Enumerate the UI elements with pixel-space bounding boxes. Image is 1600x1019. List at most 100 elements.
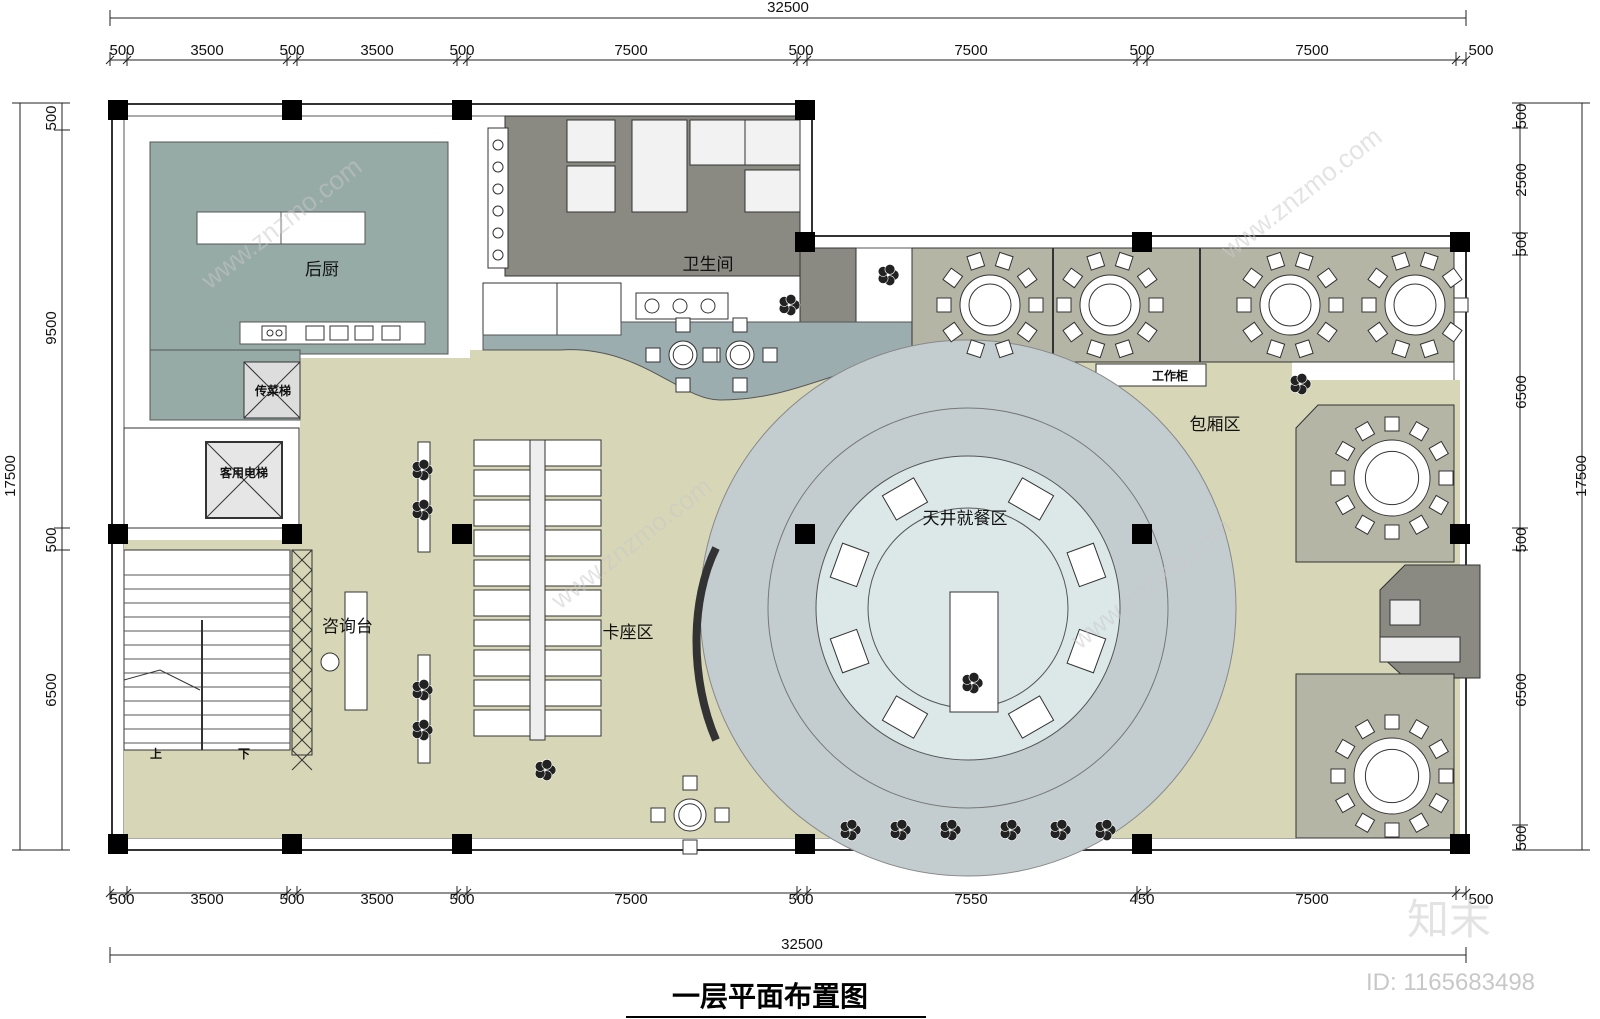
chair bbox=[1266, 251, 1286, 271]
chair bbox=[675, 317, 691, 333]
atrium-table bbox=[1007, 477, 1055, 521]
dish-lift: 传菜梯 bbox=[243, 361, 301, 419]
column bbox=[282, 100, 302, 120]
truss-brace bbox=[291, 669, 313, 691]
private-room-tables bbox=[645, 251, 1469, 855]
column bbox=[1450, 834, 1470, 854]
planter bbox=[961, 672, 984, 695]
kitchen-area: 后厨 bbox=[149, 141, 449, 421]
booth-seat bbox=[544, 649, 602, 677]
planter bbox=[1289, 373, 1312, 396]
leaf bbox=[896, 819, 908, 830]
top-seg-1: 500 bbox=[109, 42, 134, 59]
planter bbox=[877, 264, 900, 287]
chair bbox=[1062, 267, 1084, 289]
chair bbox=[1136, 321, 1158, 343]
sink bbox=[492, 139, 504, 151]
chair bbox=[994, 251, 1014, 271]
chair bbox=[1367, 321, 1389, 343]
atrium-table bbox=[881, 477, 929, 521]
atrium-table bbox=[881, 695, 929, 739]
top-seg-2: 3500 bbox=[190, 42, 223, 59]
leaf bbox=[1296, 373, 1308, 384]
chair bbox=[1016, 321, 1038, 343]
column bbox=[108, 100, 128, 120]
chair bbox=[1330, 470, 1346, 486]
column bbox=[108, 834, 128, 854]
column bbox=[795, 232, 815, 252]
chair bbox=[675, 377, 691, 393]
booth-seat bbox=[544, 709, 602, 737]
chair bbox=[1114, 251, 1134, 271]
bottom-seg-5: 500 bbox=[449, 891, 474, 908]
sink bbox=[492, 227, 504, 239]
column bbox=[1450, 232, 1470, 252]
atrium-table bbox=[829, 628, 870, 674]
drawing-title: 一层平面布置图 bbox=[672, 980, 868, 1013]
booth-seat bbox=[473, 469, 531, 497]
booth-area-label: 卡座区 bbox=[603, 623, 654, 643]
right-seg-6: 6500 bbox=[1513, 673, 1530, 706]
chair bbox=[732, 317, 748, 333]
private-rooms-label: 包厢区 bbox=[1190, 415, 1241, 435]
chair bbox=[1294, 339, 1314, 359]
sink bbox=[492, 249, 504, 261]
chair bbox=[1441, 321, 1463, 343]
chair bbox=[650, 807, 666, 823]
chair bbox=[1114, 339, 1134, 359]
chair bbox=[1236, 297, 1252, 313]
leaf bbox=[541, 759, 553, 770]
top-total-label: 32500 bbox=[767, 0, 809, 16]
bottom-seg-11: 500 bbox=[1468, 891, 1493, 908]
right-seg-5: 500 bbox=[1513, 527, 1530, 552]
booth-seat bbox=[473, 529, 531, 557]
planter bbox=[889, 819, 912, 842]
column bbox=[108, 524, 128, 544]
booth-seat bbox=[473, 559, 531, 587]
leaf bbox=[1006, 819, 1018, 830]
planter bbox=[1049, 819, 1072, 842]
column bbox=[452, 100, 472, 120]
atrium-label: 天井就餐区 bbox=[923, 509, 1008, 529]
chair bbox=[1028, 297, 1044, 313]
sink bbox=[492, 205, 504, 217]
top-seg-3: 500 bbox=[279, 42, 304, 59]
booth-seat bbox=[544, 499, 602, 527]
bottom-seg-10: 7500 bbox=[1295, 891, 1328, 908]
right-dimension: 500 2500 500 6500 500 6500 500 17500 bbox=[1512, 102, 1590, 851]
booth-seat bbox=[544, 439, 602, 467]
top-dimension-segments: 500 3500 500 3500 500 7500 500 7500 500 … bbox=[105, 42, 1494, 66]
column bbox=[452, 524, 472, 544]
right-seg-4: 6500 bbox=[1513, 375, 1530, 408]
top-seg-6: 7500 bbox=[614, 42, 647, 59]
table-center bbox=[678, 803, 702, 827]
sink bbox=[492, 183, 504, 195]
truss-brace bbox=[291, 649, 313, 671]
atrium-tables bbox=[829, 477, 1107, 739]
truss-brace bbox=[291, 709, 313, 731]
booth-seat bbox=[544, 619, 602, 647]
booth-seat bbox=[544, 679, 602, 707]
column bbox=[452, 834, 472, 854]
curved-counter bbox=[692, 546, 720, 742]
atrium-table bbox=[1007, 695, 1055, 739]
booth-divider bbox=[529, 439, 546, 741]
top-dimension-total: 32500 bbox=[109, 0, 1467, 26]
chair bbox=[762, 347, 778, 363]
left-total-label: 17500 bbox=[2, 455, 19, 497]
booth-seat bbox=[473, 499, 531, 527]
chair bbox=[994, 339, 1014, 359]
booth-seat bbox=[473, 679, 531, 707]
table-center bbox=[1364, 748, 1420, 804]
chair bbox=[1419, 339, 1439, 359]
chair bbox=[966, 339, 986, 359]
chair bbox=[1408, 514, 1430, 536]
chair bbox=[966, 251, 986, 271]
column bbox=[282, 524, 302, 544]
column bbox=[795, 100, 815, 120]
chair bbox=[1136, 267, 1158, 289]
chair bbox=[1148, 297, 1164, 313]
top-seg-7: 500 bbox=[788, 42, 813, 59]
guest-elevator-label: 客用电梯 bbox=[219, 465, 268, 480]
